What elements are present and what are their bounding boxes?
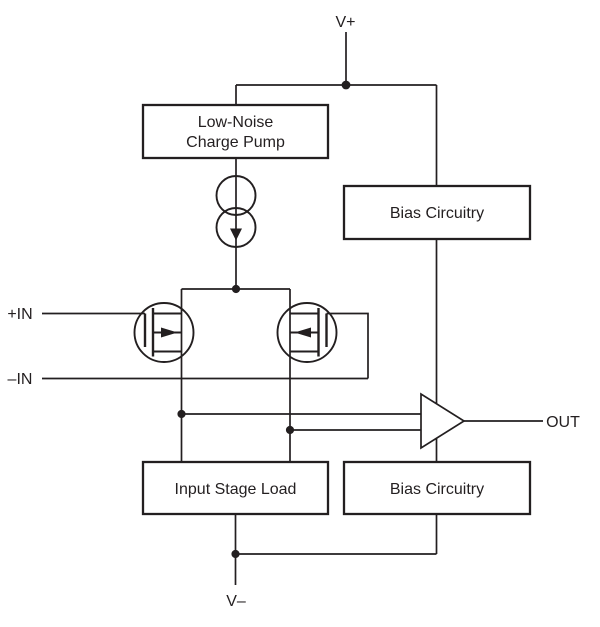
junction-dot-right-drain — [285, 425, 295, 435]
in-plus-terminal-label: +IN — [7, 306, 32, 323]
bias-bottom-box — [342, 460, 532, 516]
input-stage-load-box — [141, 460, 330, 516]
junction-dot-vminus — [231, 549, 240, 559]
current-source-arrow-icon — [230, 228, 242, 241]
junction-dot-vplus — [341, 80, 351, 90]
block-bias-circuitry-bottom: Bias Circuitry — [342, 460, 532, 516]
block-bias-circuitry-top: Bias Circuitry — [342, 184, 532, 241]
input-stage-load-label: Input Stage Load — [175, 481, 297, 498]
input-transistor-right-icon — [276, 302, 338, 363]
bias-top-box — [342, 184, 532, 241]
amplifier-triangle — [420, 392, 466, 450]
current-source-icon — [215, 175, 257, 248]
terminal-labels: V+ +IN –IN OUT V– — [7, 14, 580, 610]
current-source-circle-top — [215, 175, 257, 216]
transistor-left-arrow-icon — [161, 327, 178, 338]
transistor-right-arrow-icon — [294, 327, 311, 338]
in-minus-terminal-label: –IN — [8, 371, 33, 388]
wire-right-gate-loop — [326, 312, 369, 379]
junction-dots — [177, 80, 351, 559]
transistor-right-body-circle — [276, 302, 338, 363]
vminus-terminal-label: V– — [226, 593, 246, 610]
junction-dot-tail — [231, 284, 241, 294]
input-transistor-left-icon — [133, 302, 195, 363]
block-input-stage-load: Input Stage Load — [141, 460, 330, 516]
bias-bottom-label: Bias Circuitry — [390, 481, 484, 498]
output-buffer-amplifier-icon — [420, 392, 466, 450]
bias-top-label: Bias Circuitry — [390, 205, 484, 222]
transistor-left-body-circle — [133, 302, 195, 363]
out-terminal-label: OUT — [546, 414, 580, 431]
charge-pump-box — [141, 103, 330, 160]
junction-dot-left-drain — [177, 409, 186, 419]
vplus-terminal-label: V+ — [335, 14, 355, 31]
current-source-circle-bottom — [215, 207, 257, 248]
block-charge-pump: Low-Noise Charge Pump — [141, 103, 330, 160]
charge-pump-label-line2: Charge Pump — [186, 134, 285, 151]
charge-pump-label-line1: Low-Noise — [198, 114, 274, 131]
